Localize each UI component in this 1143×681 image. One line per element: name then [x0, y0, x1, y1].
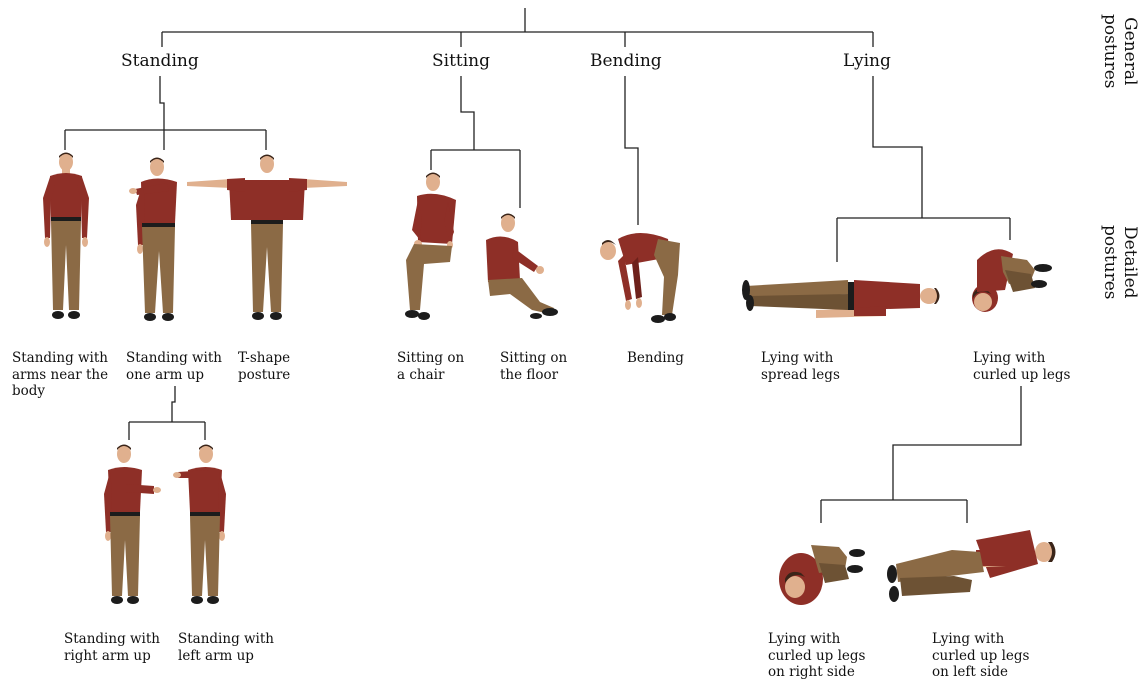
figure-standing-left-arm-up	[172, 440, 234, 608]
label-standing-right-arm-up: Standing with right arm up	[64, 631, 160, 664]
figure-sitting-on-chair	[400, 170, 465, 325]
figure-lying-curled-left-side	[880, 520, 1058, 610]
label-lying-spread-legs: Lying with spread legs	[761, 350, 840, 383]
figure-lying-curled-right-side	[775, 525, 867, 610]
figure-lying-curled-legs	[965, 240, 1055, 320]
general-label-bending: Bending	[590, 51, 662, 71]
side-label-general-postures: General postures	[1100, 14, 1140, 89]
figure-standing-arms-near-body	[35, 150, 97, 325]
figure-t-shape-posture	[183, 152, 353, 324]
label-lying-curled-right-side: Lying with curled up legs on right side	[768, 631, 865, 681]
general-label-standing: Standing	[121, 51, 199, 71]
label-standing-left-arm-up: Standing with left arm up	[178, 631, 274, 664]
side-label-detailed-postures: Detailed postures	[1100, 225, 1140, 300]
figure-standing-one-arm-up	[125, 155, 185, 325]
general-label-sitting: Sitting	[432, 51, 490, 71]
label-lying-curled-legs: Lying with curled up legs	[973, 350, 1070, 383]
label-t-shape-posture: T-shape posture	[238, 350, 290, 383]
figure-lying-spread-legs	[736, 270, 941, 325]
figure-standing-right-arm-up	[100, 440, 162, 608]
label-lying-curled-left-side: Lying with curled up legs on left side	[932, 631, 1029, 681]
label-sitting-on-chair: Sitting on a chair	[397, 350, 464, 383]
label-standing-one-arm-up: Standing with one arm up	[126, 350, 222, 383]
figure-bending	[598, 225, 688, 325]
general-label-lying: Lying	[843, 51, 891, 71]
label-standing-arms-near-body: Standing with arms near the body	[12, 350, 108, 400]
figure-sitting-on-floor	[478, 210, 563, 325]
label-bending: Bending	[627, 350, 684, 367]
label-sitting-on-floor: Sitting on the floor	[500, 350, 567, 383]
